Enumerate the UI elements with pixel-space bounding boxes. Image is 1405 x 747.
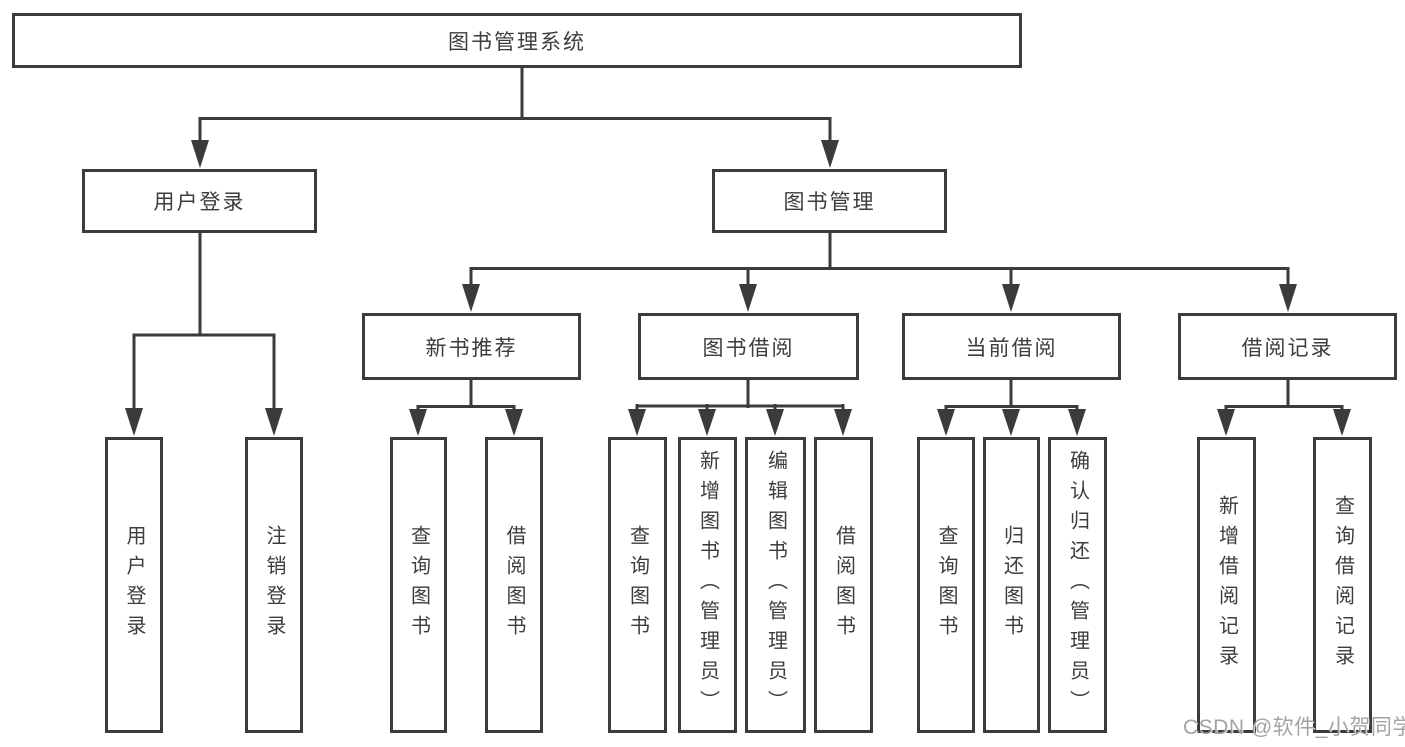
node-label: 借阅记录 (1241, 336, 1334, 360)
leaf-edit-books-admin: 编辑图书（管理员） (745, 437, 806, 733)
node-label: 图书管理系统 (448, 30, 586, 54)
leaf-logout: 注销登录 (245, 437, 303, 733)
leaf-query-borrow-record: 查询借阅记录 (1313, 437, 1372, 733)
node-label: 新增图书（管理员） (696, 450, 719, 720)
node-label: 查询图书 (407, 525, 430, 645)
node-book-borrowing: 图书借阅 (638, 313, 859, 380)
node-label: 查询图书 (626, 525, 649, 645)
node-label: 新增借阅记录 (1215, 495, 1238, 675)
leaf-borrow-books-borrowing: 借阅图书 (814, 437, 873, 733)
node-label: 查询图书 (935, 525, 957, 645)
node-label: 用户登录 (123, 525, 145, 645)
node-book-management: 图书管理 (712, 169, 947, 233)
leaf-query-books-current: 查询图书 (917, 437, 975, 733)
node-borrowing-records: 借阅记录 (1178, 313, 1397, 380)
node-label: 归还图书 (1000, 525, 1023, 645)
node-label: 用户登录 (153, 191, 246, 214)
leaf-query-books-borrowing: 查询图书 (608, 437, 667, 733)
leaf-add-borrow-record: 新增借阅记录 (1197, 437, 1256, 733)
node-label: 编辑图书（管理员） (764, 450, 787, 720)
leaf-user-login: 用户登录 (105, 437, 163, 733)
node-label: 新书推荐 (425, 336, 518, 360)
node-label: 查询借阅记录 (1331, 495, 1354, 675)
csdn-watermark: CSDN @软件_小贺同学 (1183, 716, 1405, 739)
node-label: 图书借阅 (702, 336, 795, 360)
leaf-confirm-return-admin: 确认归还（管理员） (1048, 437, 1107, 733)
leaf-query-books-recommend: 查询图书 (390, 437, 447, 733)
node-book-management-system: 图书管理系统 (12, 13, 1022, 68)
node-label: 借阅图书 (832, 525, 855, 645)
node-current-borrowing: 当前借阅 (902, 313, 1121, 380)
leaf-borrow-books-recommend: 借阅图书 (485, 437, 543, 733)
leaf-return-books: 归还图书 (983, 437, 1040, 733)
node-label: 注销登录 (263, 525, 285, 645)
node-label: 图书管理 (783, 191, 876, 214)
arrowheads (125, 140, 1351, 436)
leaf-add-books-admin: 新增图书（管理员） (678, 437, 737, 733)
node-label: 确认归还（管理员） (1066, 450, 1089, 720)
node-user-login: 用户登录 (82, 169, 317, 233)
node-label: 借阅图书 (503, 525, 525, 645)
node-new-book-recommend: 新书推荐 (362, 313, 581, 380)
node-label: 当前借阅 (965, 336, 1058, 360)
